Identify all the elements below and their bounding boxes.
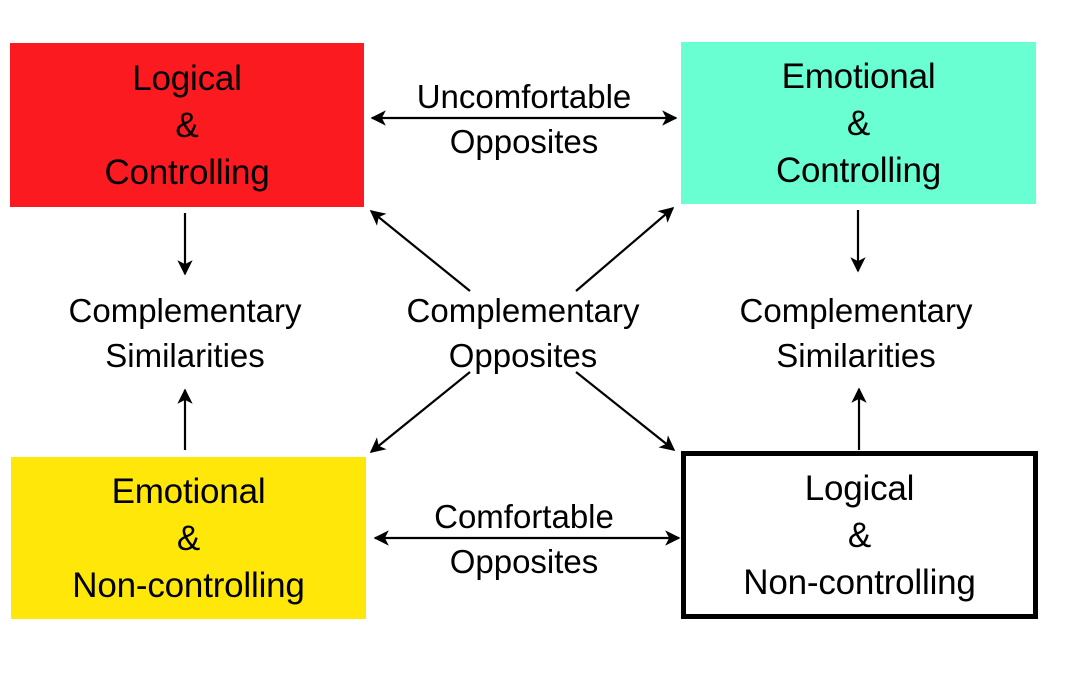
box-line-2: &: [847, 515, 872, 555]
label-line-1: Complementary: [406, 292, 640, 329]
box-line-3: Non-controlling: [743, 562, 976, 602]
quadrant-box-logical-controlling[interactable]: Logical & Controlling: [10, 43, 364, 207]
box-line-1: Emotional: [111, 471, 266, 511]
box-line-2: &: [176, 518, 201, 558]
label-line-1: Uncomfortable: [416, 78, 632, 115]
quadrant-box-emotional-noncontrolling[interactable]: Emotional & Non-controlling: [11, 457, 366, 619]
box-line-1: Logical: [804, 468, 915, 508]
edge-label-comfortable-opposites: Comfortable Opposites: [384, 494, 664, 584]
edge-label-complementary-similarities-left: Complementary Similarities: [45, 288, 325, 378]
center-label-complementary-opposites: Complementary Opposites: [383, 288, 663, 378]
box-line-2: &: [175, 105, 199, 145]
label-line-2: Opposites: [449, 123, 599, 160]
edge-label-complementary-similarities-right: Complementary Similarities: [716, 288, 996, 378]
box-line-2: &: [846, 103, 871, 143]
box-line-3: Controlling: [775, 150, 942, 190]
label-line-2: Similarities: [776, 337, 936, 374]
box-line-1: Emotional: [781, 56, 936, 96]
box-line-3: Controlling: [104, 152, 270, 192]
arrow-center-to-bottom-right: [575, 371, 676, 451]
quadrant-box-logical-noncontrolling[interactable]: Logical & Non-controlling: [681, 451, 1038, 619]
label-line-2: Opposites: [449, 543, 599, 580]
box-line-1: Logical: [132, 58, 242, 98]
label-line-1: Complementary: [739, 292, 973, 329]
arrow-center-to-top-right: [575, 206, 675, 292]
label-line-2: Similarities: [105, 337, 265, 374]
arrow-center-to-bottom-left: [369, 371, 471, 453]
quadrant-box-emotional-controlling[interactable]: Emotional & Controlling: [681, 42, 1036, 204]
arrow-center-to-top-left: [369, 210, 471, 292]
label-line-1: Complementary: [68, 292, 302, 329]
edge-label-uncomfortable-opposites: Uncomfortable Opposites: [384, 74, 664, 164]
label-line-1: Comfortable: [434, 498, 614, 535]
box-line-3: Non-controlling: [72, 565, 305, 605]
label-line-2: Opposites: [448, 337, 598, 374]
